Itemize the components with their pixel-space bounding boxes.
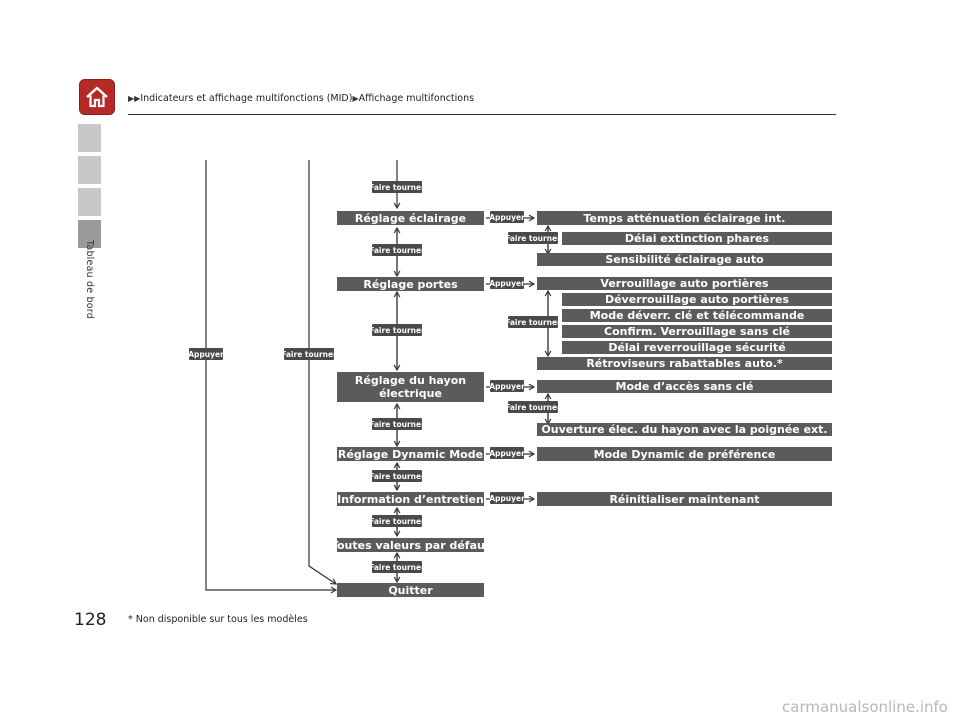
home-icon[interactable] [79, 79, 115, 115]
rotate-label: Faire tourner [369, 181, 425, 193]
menu-tailgate[interactable]: Réglage du hayon électrique [337, 372, 484, 402]
press-label: Appuyer [489, 211, 525, 223]
menu-lighting[interactable]: Réglage éclairage [337, 211, 484, 225]
side-tab [78, 124, 101, 152]
press-label: Appuyer [489, 380, 525, 392]
breadcrumb-arrow-icon: ▶ [352, 94, 359, 103]
menu-quit[interactable]: Quitter [337, 583, 484, 597]
watermark: carmanualsonline.info [782, 698, 948, 716]
sub-lighting-dimming[interactable]: Temps atténuation éclairage int. [537, 211, 832, 225]
rotate-label: Faire tourner [369, 324, 425, 336]
rotate-label: Faire tourner [505, 316, 561, 328]
rotate-label: Faire tourner [369, 561, 425, 573]
sub-lighting-sensitivity[interactable]: Sensibilité éclairage auto [537, 253, 832, 266]
breadcrumb-arrow-icon: ▶▶ [128, 94, 141, 103]
sub-maintenance-reset[interactable]: Réinitialiser maintenant [537, 492, 832, 506]
sub-doors-autounlock[interactable]: Déverrouillage auto portières [562, 293, 832, 306]
sub-doors-relock-delay[interactable]: Délai reverrouillage sécurité [562, 341, 832, 354]
side-tab-active [78, 220, 101, 248]
press-label: Appuyer [489, 277, 525, 289]
house-icon [86, 86, 108, 108]
sub-dynamic-preferred[interactable]: Mode Dynamic de préférence [537, 447, 832, 461]
sub-doors-autolock[interactable]: Verrouillage auto portières [537, 277, 832, 290]
page-number: 128 [74, 610, 107, 630]
side-tab [78, 156, 101, 184]
rotate-label: Faire tourner [281, 348, 337, 360]
sub-tailgate-handle[interactable]: Ouverture élec. du hayon avec la poignée… [537, 423, 832, 436]
rotate-label: Faire tourner [505, 232, 561, 244]
side-tab [78, 188, 101, 216]
sub-doors-key-mode[interactable]: Mode déverr. clé et télécommande [562, 309, 832, 322]
rotate-label: Faire tourner [369, 515, 425, 527]
side-label: Tableau de bord [84, 240, 95, 319]
sub-doors-mirrors[interactable]: Rétroviseurs rabattables auto.* [537, 357, 832, 370]
menu-doors[interactable]: Réglage portes [337, 277, 484, 291]
menu-maintenance[interactable]: Information d’entretien [337, 492, 484, 506]
footnote: * Non disponible sur tous les modèles [128, 614, 308, 625]
rotate-label: Faire tourner [369, 418, 425, 430]
press-label: Appuyer [489, 492, 525, 504]
rotate-label: Faire tourner [505, 401, 561, 413]
sub-lighting-headlight-delay[interactable]: Délai extinction phares [562, 232, 832, 245]
breadcrumb-item[interactable]: Indicateurs et affichage multifonctions … [140, 93, 353, 104]
header-rule [128, 114, 836, 115]
press-label: Appuyer [188, 348, 224, 360]
menu-dynamic-mode[interactable]: Réglage Dynamic Mode [337, 447, 484, 461]
rotate-label: Faire tourner [369, 470, 425, 482]
sub-doors-keyless-confirm[interactable]: Confirm. Verrouillage sans clé [562, 325, 832, 338]
breadcrumb-item[interactable]: Affichage multifonctions [358, 93, 475, 104]
sub-tailgate-keyless[interactable]: Mode d’accès sans clé [537, 380, 832, 393]
breadcrumb: ▶▶Indicateurs et affichage multifonction… [128, 93, 474, 104]
menu-default-all[interactable]: Toutes valeurs par défaut [337, 538, 484, 552]
press-label: Appuyer [489, 447, 525, 459]
rotate-label: Faire tourner [369, 244, 425, 256]
